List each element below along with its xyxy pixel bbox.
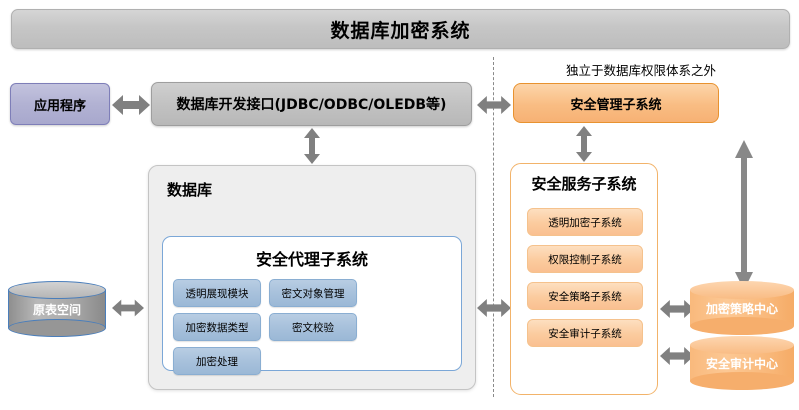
- source-tablespace-label: 原表空间: [32, 302, 81, 317]
- security-service-subsystem-title: 安全服务子系统: [531, 175, 637, 193]
- arrow-tablespace-to-database: [112, 296, 144, 320]
- vertical-divider: [493, 57, 494, 397]
- arrow-audit-to-audit-center: [660, 344, 694, 368]
- security-agent-subsystem-title: 安全代理子系统: [255, 250, 368, 269]
- agent-module-encrypted-data-type[interactable]: 加密数据类型: [173, 313, 261, 341]
- agent-module-transparent-display[interactable]: 透明展现模块: [173, 279, 261, 307]
- page-title: 数据库加密系统: [330, 19, 471, 42]
- service-item-transparent-encryption[interactable]: 透明加密子系统: [527, 208, 643, 236]
- arrow-database-to-service: [477, 296, 511, 320]
- security-service-subsystem-panel: 安全服务子系统 透明加密子系统 权限控制子系统 安全策略子系统 安全审计子系统: [510, 163, 658, 395]
- cylinder-bottom: [8, 319, 106, 337]
- arrow-interface-to-database: [302, 128, 322, 164]
- application-label: 应用程序: [33, 98, 86, 114]
- database-label: 数据库: [167, 181, 213, 199]
- security-audit-center-cylinder[interactable]: 安全审计中心: [690, 336, 794, 390]
- service-item-list: 透明加密子系统 权限控制子系统 安全策略子系统 安全审计子系统: [527, 208, 643, 347]
- source-tablespace-cylinder[interactable]: 原表空间: [8, 281, 106, 337]
- service-item-security-policy[interactable]: 安全策略子系统: [527, 282, 643, 310]
- agent-module-list: 透明展现模块 密文对象管理 加密数据类型 密文校验 加密处理: [173, 279, 451, 375]
- arrow-policy-to-policy-center: [660, 297, 694, 321]
- diagram-title-bar: 数据库加密系统: [11, 9, 790, 49]
- encryption-policy-center-label: 加密策略中心: [705, 301, 778, 316]
- cylinder-bottom: [690, 372, 794, 390]
- arrow-management-to-policy-center: [733, 140, 755, 290]
- agent-module-encryption-processing[interactable]: 加密处理: [173, 347, 261, 375]
- arrow-management-to-service: [574, 126, 594, 162]
- service-item-permission-control[interactable]: 权限控制子系统: [527, 245, 643, 273]
- cylinder-top: [690, 336, 794, 354]
- service-item-security-audit[interactable]: 安全审计子系统: [527, 319, 643, 347]
- arrow-app-to-interface: [112, 93, 150, 117]
- cylinder-top: [8, 281, 106, 299]
- security-audit-center-label: 安全审计中心: [705, 356, 778, 371]
- application-box[interactable]: 应用程序: [10, 83, 110, 125]
- encryption-policy-center-cylinder[interactable]: 加密策略中心: [690, 281, 794, 335]
- cylinder-top: [690, 281, 794, 299]
- security-agent-subsystem-panel: 安全代理子系统 透明展现模块 密文对象管理 加密数据类型 密文校验 加密处理: [162, 236, 462, 375]
- agent-module-ciphertext-verification[interactable]: 密文校验: [269, 313, 357, 341]
- cylinder-bottom: [690, 317, 794, 335]
- security-management-subsystem-box[interactable]: 安全管理子系统: [513, 83, 719, 123]
- independence-note: 独立于数据库权限体系之外: [566, 63, 717, 78]
- database-interface-label: 数据库开发接口(JDBC/ODBC/OLEDB等): [176, 97, 447, 113]
- agent-module-ciphertext-object-management[interactable]: 密文对象管理: [269, 279, 357, 307]
- security-management-subsystem-label: 安全管理子系统: [570, 97, 662, 113]
- database-interface-box[interactable]: 数据库开发接口(JDBC/ODBC/OLEDB等): [151, 82, 472, 126]
- arrow-interface-to-management: [477, 93, 511, 117]
